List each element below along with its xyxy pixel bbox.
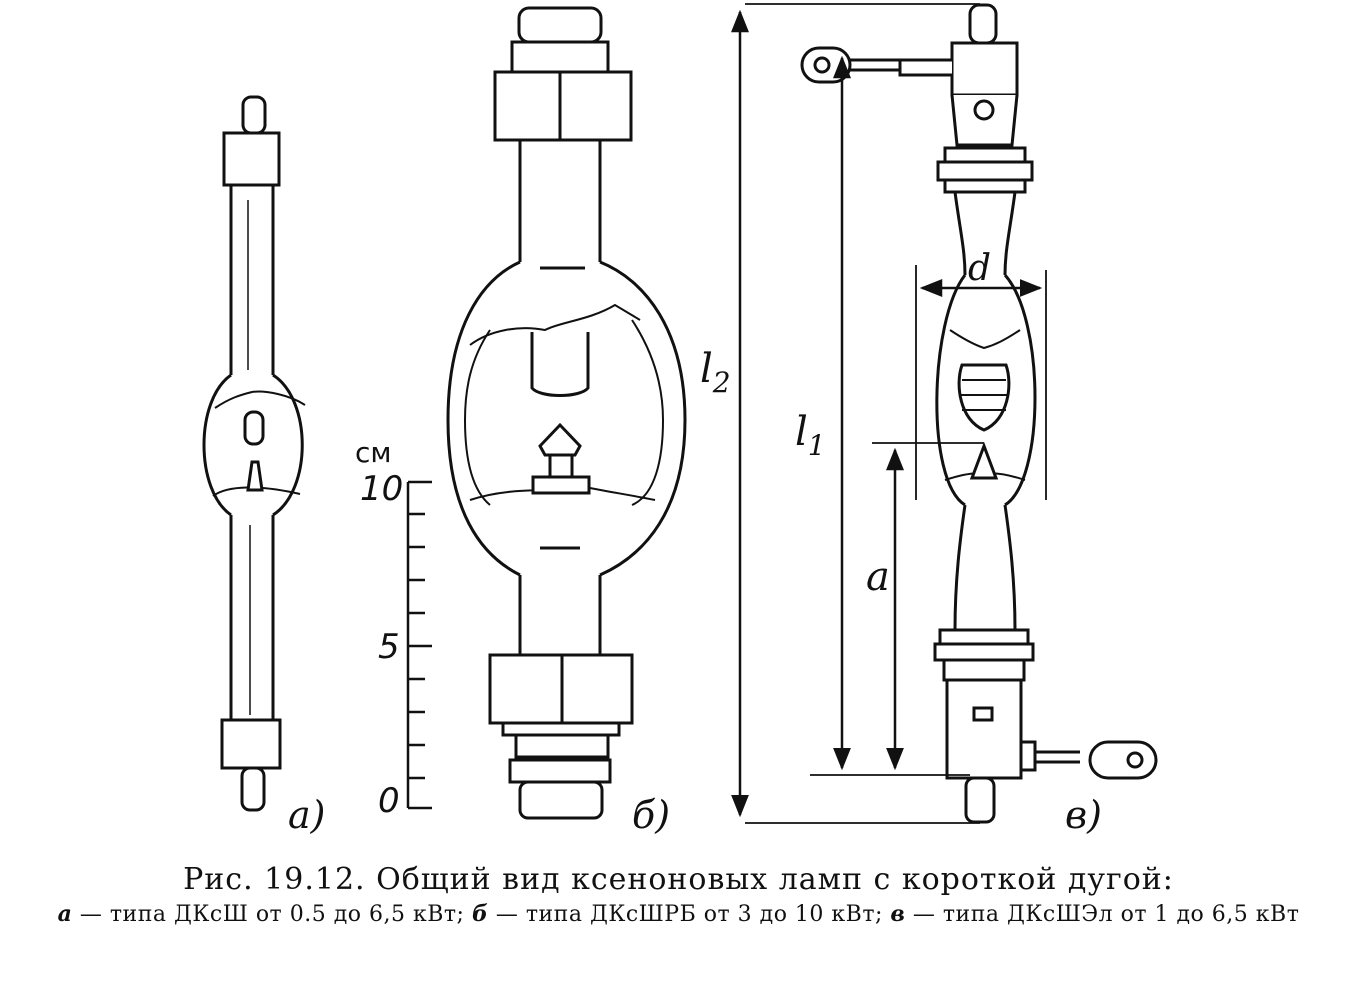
caption-letter-b: б <box>471 901 489 927</box>
dim-l2-label: l2 <box>700 346 731 399</box>
scale-tick-5: 5 <box>378 627 400 667</box>
caption-description: а — типа ДКсШ от 0.5 до 6,5 кВт; б — тип… <box>30 901 1327 928</box>
dimension-lines <box>731 3 1047 824</box>
lamp-v-label: в) <box>1065 793 1102 837</box>
caption-letter-v: в <box>890 901 906 927</box>
lamp-b <box>446 6 687 820</box>
caption-item-v: — типа ДКсШЭл от 1 до 6,5 кВт <box>905 902 1300 927</box>
dim-l1-label: l1 <box>795 409 826 462</box>
dim-a-label: a <box>866 554 890 600</box>
caption-item-b: — типа ДКсШРБ от 3 до 10 кВт; <box>488 902 891 927</box>
lamp-v <box>800 3 1158 824</box>
scale-unit: см <box>355 436 392 469</box>
caption-letter-a: а <box>57 901 73 927</box>
scale-tick-10: 10 <box>360 469 403 509</box>
caption-title: Рис. 19.12. Общий вид ксеноновых ламп с … <box>183 862 1174 897</box>
scale <box>406 480 432 810</box>
figure-caption: Рис. 19.12. Общий вид ксеноновых ламп с … <box>0 862 1357 928</box>
lamp-a <box>202 95 306 812</box>
lamp-a-label: а) <box>288 793 325 837</box>
caption-item-a: — типа ДКсШ от 0.5 до 6,5 кВт; <box>72 902 472 927</box>
dim-d-label: d <box>968 248 991 289</box>
lamp-b-label: б) <box>632 793 670 837</box>
scale-tick-0: 0 <box>378 781 400 821</box>
lamp-diagram: а) б) <box>202 3 1158 837</box>
